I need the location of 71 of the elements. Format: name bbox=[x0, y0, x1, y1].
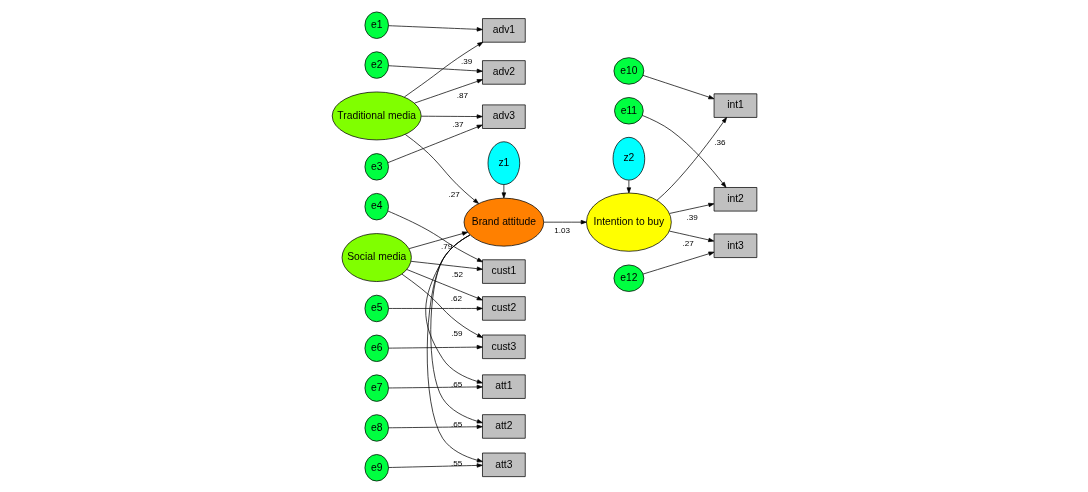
edge-label: 1.03 bbox=[553, 225, 570, 235]
node-box: adv2 bbox=[481, 59, 526, 85]
edge-label: .62 bbox=[450, 293, 462, 303]
node-box: att2 bbox=[481, 413, 526, 439]
arrow bbox=[387, 424, 483, 429]
edge-label: .37 bbox=[451, 119, 464, 129]
edge-label: .65 bbox=[450, 419, 462, 429]
arrow bbox=[641, 114, 726, 188]
node-box: int2 bbox=[713, 186, 757, 211]
arrow bbox=[387, 384, 483, 389]
node-box: cust2 bbox=[481, 295, 526, 321]
edge-label: .39 bbox=[685, 212, 698, 222]
arrow bbox=[410, 260, 483, 271]
edge-label: .27 bbox=[682, 238, 694, 248]
edge-label: .59 bbox=[450, 328, 462, 338]
arrow bbox=[401, 273, 483, 338]
edge-label: .79 bbox=[440, 241, 452, 251]
arrow bbox=[426, 234, 483, 462]
arrow bbox=[387, 24, 483, 31]
node-ellipse: z2 bbox=[612, 136, 645, 180]
edge-label: .55 bbox=[450, 458, 462, 468]
node-ellipse: Traditional media bbox=[331, 91, 422, 140]
node-ellipse: e12 bbox=[613, 264, 644, 292]
node-ellipse: z1 bbox=[487, 140, 520, 185]
arrow bbox=[387, 344, 483, 349]
arrow bbox=[668, 230, 714, 242]
arrow bbox=[543, 219, 587, 224]
arrow bbox=[387, 124, 483, 163]
arrow bbox=[387, 305, 483, 311]
node-circle: e11 bbox=[613, 96, 644, 124]
node-ellipse: Intention to buy bbox=[585, 192, 672, 252]
edge-label: .27 bbox=[448, 189, 460, 199]
edge-label: .52 bbox=[451, 269, 463, 279]
node-ellipse: e5 bbox=[364, 294, 389, 322]
arrow bbox=[668, 202, 714, 214]
node-ellipse: e6 bbox=[364, 334, 389, 362]
node-box: att1 bbox=[481, 373, 526, 399]
edge-label: .39 bbox=[460, 56, 472, 66]
arrow bbox=[387, 64, 483, 73]
arrow bbox=[501, 183, 506, 198]
arrow bbox=[387, 462, 483, 468]
node-ellipse: e8 bbox=[364, 413, 389, 442]
node-box: att3 bbox=[481, 452, 526, 477]
node-ellipse: e10 bbox=[613, 56, 644, 85]
edge-label: .36 bbox=[713, 136, 725, 146]
arrow bbox=[642, 74, 714, 99]
arrow bbox=[387, 210, 483, 262]
edge-label: .65 bbox=[450, 379, 462, 389]
node-ellipse: e4 bbox=[364, 192, 389, 220]
arrow bbox=[642, 251, 714, 274]
arrow bbox=[656, 116, 727, 201]
node-ellipse: e3 bbox=[364, 152, 389, 180]
node-box: cust3 bbox=[481, 334, 526, 359]
arrow bbox=[404, 133, 479, 204]
node-box: int3 bbox=[713, 233, 757, 258]
node-box: int1 bbox=[713, 92, 757, 118]
node-box: adv1 bbox=[481, 17, 526, 43]
arrow bbox=[420, 113, 483, 119]
arrow bbox=[408, 230, 468, 249]
node-box: cust1 bbox=[481, 258, 526, 284]
node-ellipse: e1 bbox=[364, 11, 389, 39]
arrow bbox=[413, 78, 483, 103]
node-ellipse: Social media bbox=[341, 232, 412, 282]
arrow bbox=[403, 41, 483, 97]
node-ellipse: e2 bbox=[364, 50, 389, 79]
node-box: adv3 bbox=[481, 104, 526, 129]
node-ellipse: e7 bbox=[364, 373, 389, 402]
node-ellipse: e9 bbox=[364, 453, 389, 481]
edge-label: .87 bbox=[456, 90, 468, 100]
arrow bbox=[406, 268, 483, 300]
arrow bbox=[626, 179, 631, 193]
